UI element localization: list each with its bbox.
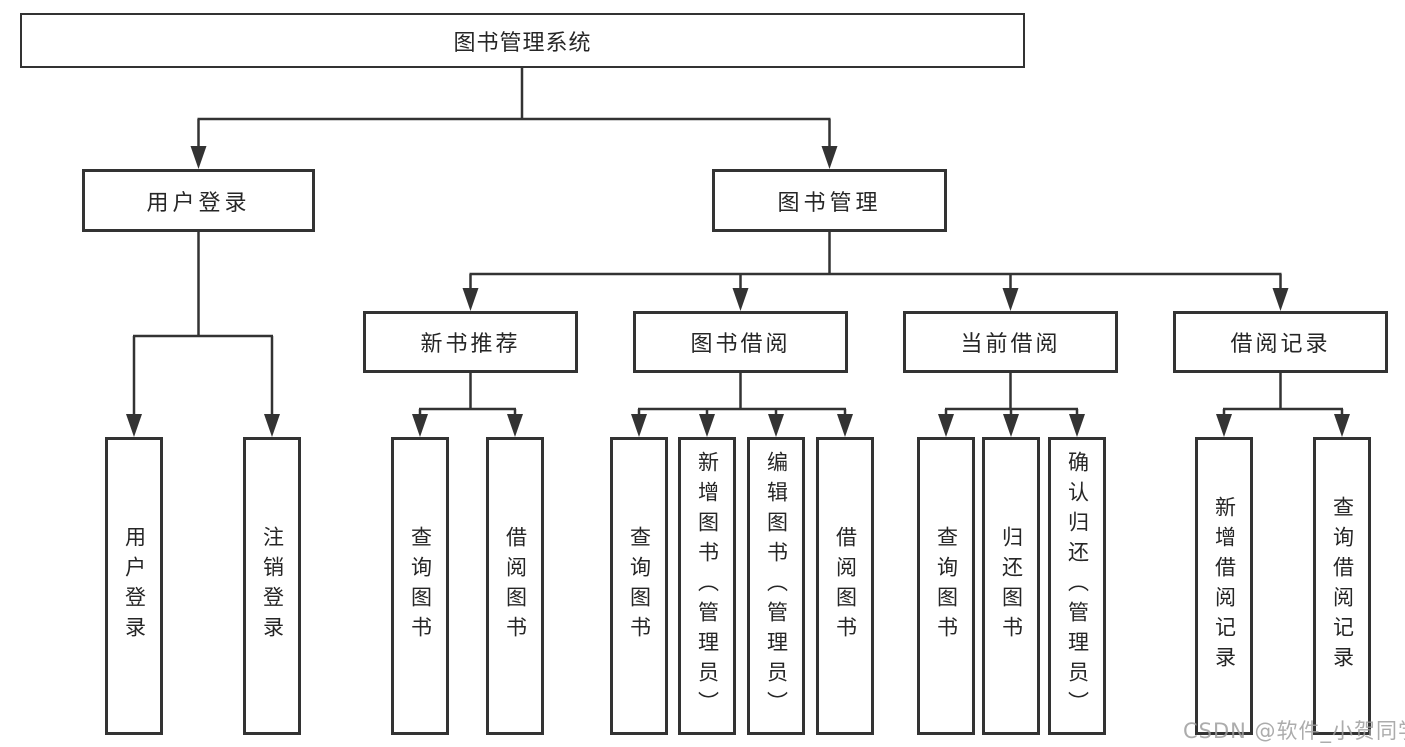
node-label: 借阅图书 (503, 526, 528, 646)
node-label: 当前借阅 (960, 332, 1061, 357)
node-leaf-add-borrow-record: 新增借阅记录 (1195, 437, 1253, 735)
node-label: 新增借阅记录 (1212, 496, 1237, 676)
node-label: 查询图书 (627, 526, 652, 646)
node-leaf-logout: 注销登录 (243, 437, 301, 735)
node-label: 图书管理系统 (453, 30, 592, 56)
node-leaf-edit-book-admin: 编辑图书（管理员） (747, 437, 805, 735)
node-label: 编辑图书（管理员） (764, 451, 789, 721)
node-book-borrowing: 图书借阅 (633, 311, 848, 373)
node-label: 查询图书 (408, 526, 433, 646)
node-label: 确认归还（管理员） (1065, 451, 1090, 721)
node-label: 图书借阅 (690, 332, 791, 357)
node-leaf-confirm-return-admin: 确认归还（管理员） (1048, 437, 1106, 735)
node-current-borrowing: 当前借阅 (903, 311, 1118, 373)
node-leaf-query-books: 查询图书 (391, 437, 449, 735)
node-leaf-query-borrow-record: 查询借阅记录 (1313, 437, 1371, 735)
node-label: 借阅图书 (833, 526, 858, 646)
node-label: 借阅记录 (1230, 332, 1331, 357)
watermark: CSDN @软件_小贺同学 (1183, 719, 1405, 743)
node-label: 新书推荐 (420, 332, 521, 357)
node-label: 用户登录 (122, 526, 147, 646)
node-leaf-borrow-books: 借阅图书 (486, 437, 544, 735)
node-label: 查询借阅记录 (1330, 496, 1355, 676)
node-leaf-return-books: 归还图书 (982, 437, 1040, 735)
node-library-management-system: 图书管理系统 (20, 13, 1025, 68)
node-label: 用户登录 (146, 190, 251, 216)
node-new-book-recommendation: 新书推荐 (363, 311, 578, 373)
node-label: 归还图书 (999, 526, 1024, 646)
node-leaf-add-book-admin: 新增图书（管理员） (678, 437, 736, 735)
node-book-management: 图书管理 (712, 169, 947, 232)
node-leaf-user-login: 用户登录 (105, 437, 163, 735)
node-leaf-borrow-books: 借阅图书 (816, 437, 874, 735)
node-borrowing-records: 借阅记录 (1173, 311, 1388, 373)
node-user-login: 用户登录 (82, 169, 315, 232)
node-label: 图书管理 (777, 190, 882, 216)
node-label: 注销登录 (260, 526, 285, 646)
node-label: 查询图书 (934, 526, 959, 646)
node-leaf-query-books: 查询图书 (610, 437, 668, 735)
node-label: 新增图书（管理员） (695, 451, 720, 721)
node-leaf-query-books: 查询图书 (917, 437, 975, 735)
